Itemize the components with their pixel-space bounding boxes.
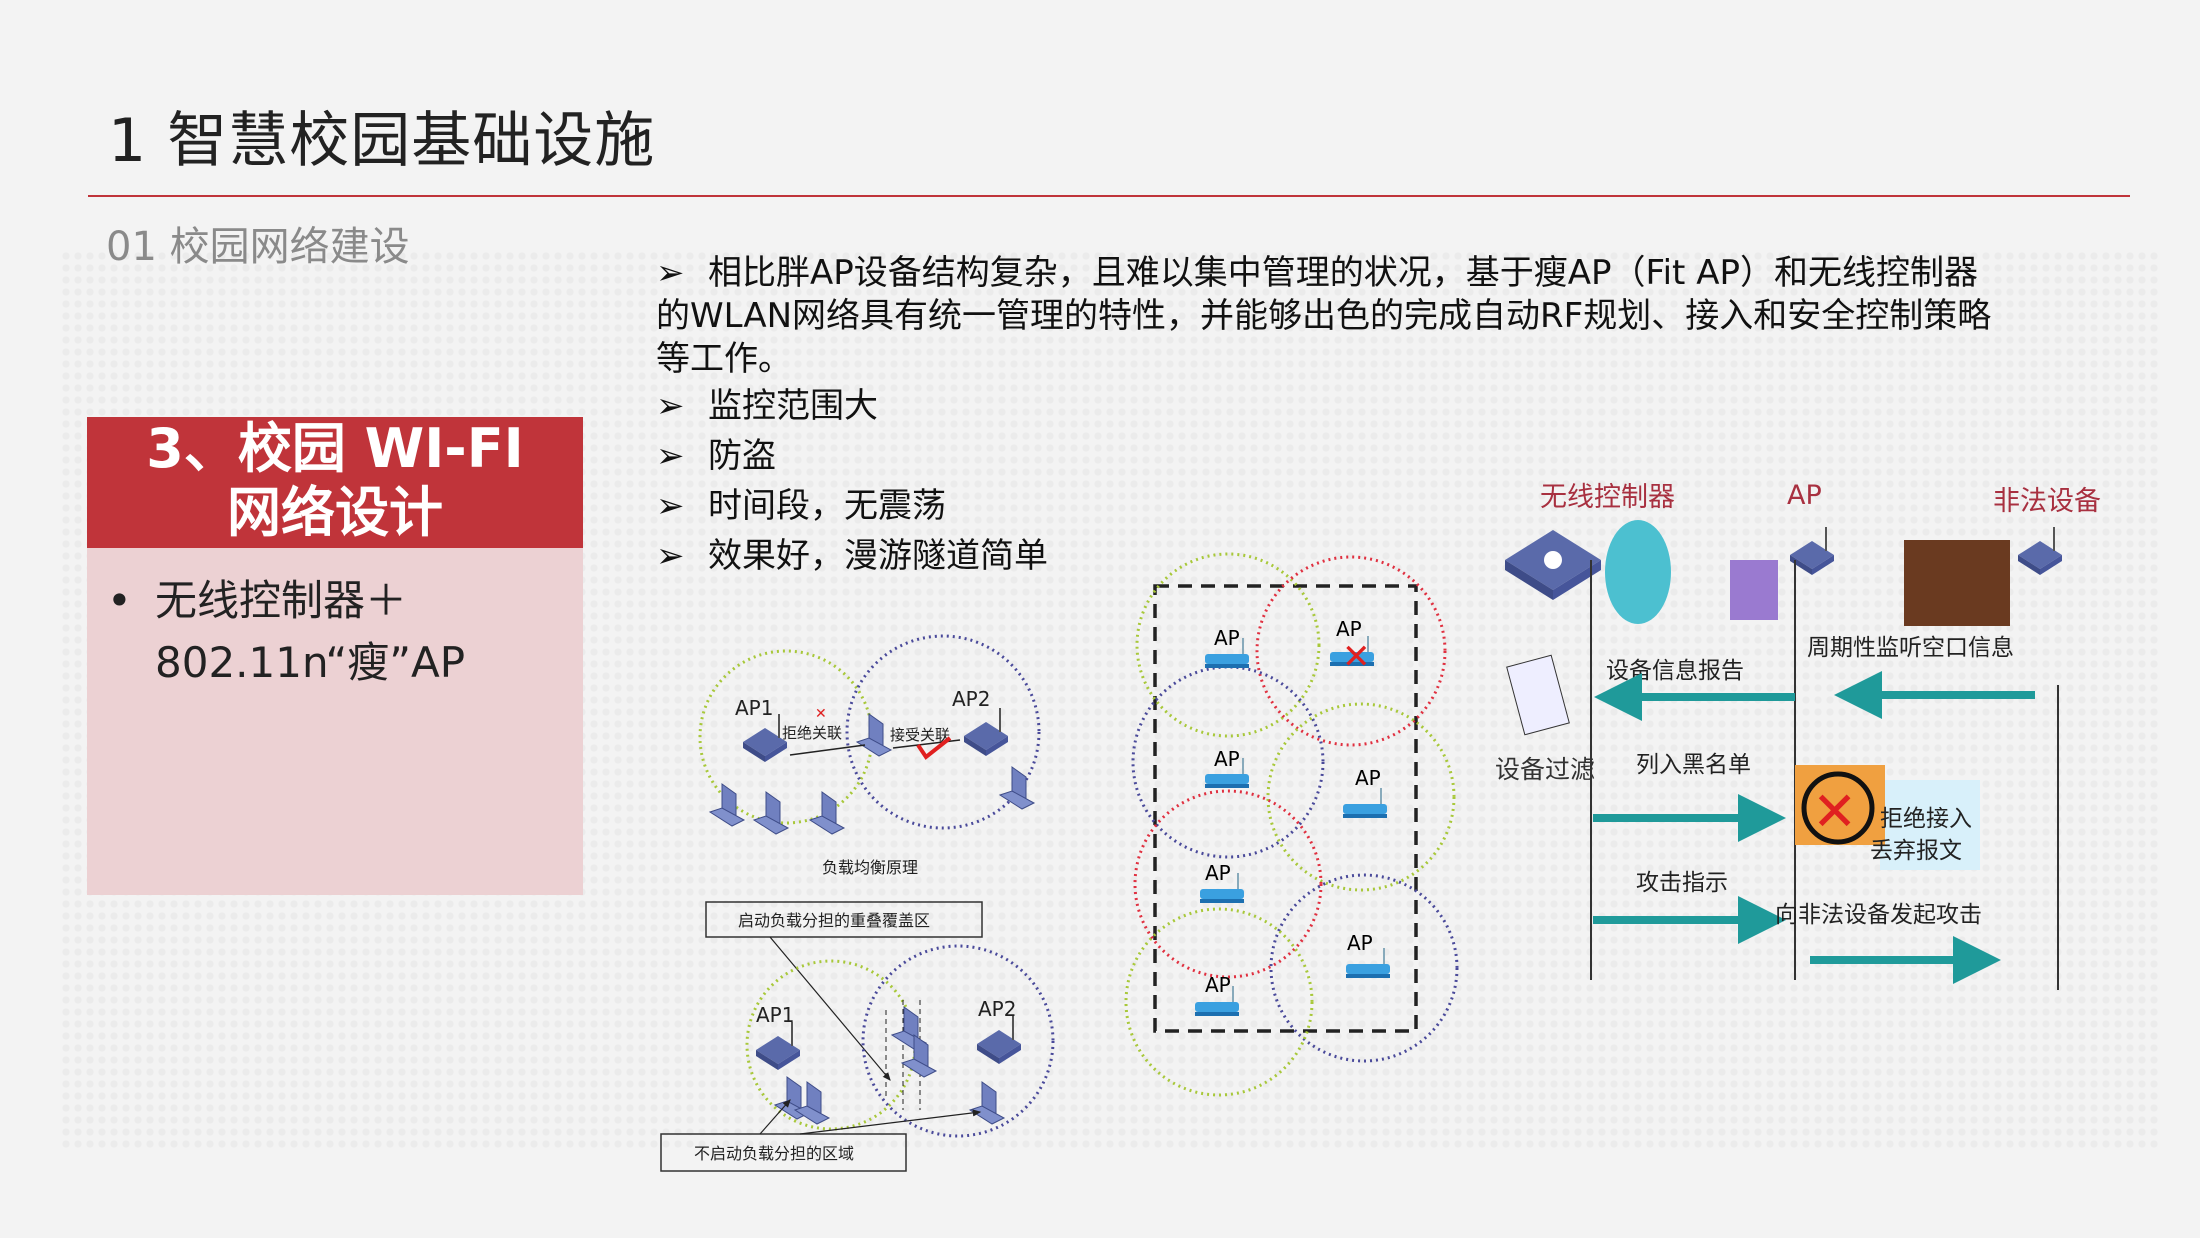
overlap-box [705, 901, 983, 938]
reject-label: 拒绝关联 [782, 724, 842, 742]
ap-node: AP [1342, 766, 1388, 819]
arrow-bullet-icon: ➢ [656, 486, 685, 526]
svg-text:AP: AP [1214, 626, 1240, 650]
sidebar-list-item: • 无线控制器＋ 802.11n“瘦”AP [107, 570, 465, 694]
rogue-router-icon [2017, 526, 2063, 576]
ap1-label: AP1 [735, 696, 773, 720]
attack-command-label: 攻击指示 [1636, 870, 1728, 896]
bullet: • [107, 576, 132, 625]
diagram-caption: 负载均衡原理 [822, 858, 918, 877]
ap2-router-icon [963, 707, 1009, 757]
ap-node: AP [1199, 861, 1245, 904]
ap-node: AP [1194, 973, 1240, 1017]
coverage-diagram: AP AP✕ AP AP AP AP AP [1124, 552, 1459, 1097]
point-item: ➢ 监控范围大 [656, 381, 1996, 431]
ap2-coverage-circle [861, 944, 1055, 1138]
network-cloud-icon [1605, 520, 1671, 624]
eavesdrop-ear-icon [1730, 560, 1778, 620]
failed-x-icon: ✕ [1342, 637, 1371, 677]
report-label: 设备信息报告 [1606, 658, 1744, 684]
point-text: 防盗 [708, 436, 776, 476]
check-icon [916, 736, 952, 760]
filter-label: 设备过滤 [1495, 755, 1595, 784]
ap2-label: AP2 [978, 997, 1016, 1021]
svg-text:AP: AP [1214, 747, 1240, 771]
ap2-router-icon [976, 1015, 1022, 1065]
ap1-label: AP1 [756, 1003, 794, 1027]
item-line1: 无线控制器＋ [155, 576, 408, 625]
reject-x-icon: ✕ [815, 706, 827, 722]
point-item: ➢ 效果好，漫游隧道简单 [656, 531, 1996, 581]
intro-text: 相比胖AP设备结构复杂，且难以集中管理的状况，基于瘦AP（Fit AP）和无线控… [656, 253, 1992, 379]
deny-panel [1880, 780, 1980, 870]
accept-label: 接受关联 [890, 726, 950, 744]
point-item: ➢ 防盗 [656, 431, 1996, 481]
nonoverlap-box-label: 不启动负载分担的区域 [694, 1144, 854, 1163]
wireless-controller-icon [1505, 530, 1601, 600]
arrow-bullet-icon: ➢ [656, 536, 685, 576]
pointer-line [799, 1109, 982, 1135]
nonoverlap-box [660, 1133, 907, 1172]
page-title: 1 智慧校园基础设施 [108, 106, 656, 176]
laptop-icon [969, 1081, 1005, 1125]
section-subtitle: 01 校园网络建设 [106, 224, 410, 270]
ap-router-icon [1789, 526, 1835, 576]
ap1-router-icon [742, 713, 788, 763]
rogue-device-label: 非法设备 [1993, 486, 2101, 517]
sidebar-panel: • 无线控制器＋ 802.11n“瘦”AP [87, 548, 583, 895]
item-line2: 802.11n“瘦”AP [155, 638, 466, 687]
laptop-icon [709, 783, 745, 827]
ap-node: AP [1204, 626, 1250, 669]
ap2-coverage-circle [845, 634, 1041, 830]
attack-label: 向非法设备发起攻击 [1775, 902, 1982, 928]
discard-label: 丢弃报文 [1870, 838, 1962, 864]
title-divider [88, 195, 2130, 197]
arrow-bullet-icon: ➢ [656, 436, 685, 476]
controller-label: 无线控制器 [1540, 482, 1675, 513]
svg-text:AP: AP [1336, 617, 1362, 641]
section-heading-line1: 3、校园 WI-FI [146, 417, 524, 480]
section-heading-line2: 网络设计 [227, 481, 443, 544]
overlap-box-label: 启动负载分担的重叠覆盖区 [738, 911, 930, 930]
section-heading: 3、校园 WI-FI 网络设计 [87, 417, 583, 548]
deny-label: 拒绝接入 [1880, 806, 1972, 832]
ap-label: AP [1787, 480, 1822, 511]
deny-icon [1801, 771, 1875, 845]
main-content: ➢相比胖AP设备结构复杂，且难以集中管理的状况，基于瘦AP（Fit AP）和无线… [656, 252, 1996, 581]
pointer-line [769, 936, 891, 1081]
point-text: 效果好，漫游隧道简单 [708, 536, 1048, 576]
security-sequence-diagram: 无线控制器 AP 非法设备 周期性监听空口信息 设备信息报告 设备过滤 列入黑名… [1495, 480, 2101, 990]
deny-x-icon: ✕ [1812, 780, 1857, 843]
ap1-router-icon [755, 1021, 801, 1071]
arrow-bullet-icon: ➢ [656, 386, 685, 426]
reject-link [789, 744, 866, 756]
svg-text:AP: AP [1205, 861, 1231, 885]
point-text: 时间段，无震荡 [708, 486, 946, 526]
laptop-icon [856, 713, 892, 757]
access-point-icon [1342, 787, 1388, 819]
svg-text:AP: AP [1205, 973, 1231, 997]
svg-text:AP: AP [1355, 766, 1381, 790]
ap2-label: AP2 [952, 687, 990, 711]
rogue-user-photo [1904, 540, 2010, 626]
ap-node-failed: AP✕ [1329, 617, 1375, 677]
svg-text:AP: AP [1347, 931, 1373, 955]
load-balance-diagram: AP1 AP2 ✕ 拒绝关联 接受关联 负载均衡原理 启动负载分担的重叠覆盖区 … [660, 634, 1055, 1172]
laptop-icon [753, 791, 789, 835]
ap-node: AP [1345, 931, 1391, 979]
coverage-area-boundary [1153, 584, 1418, 1033]
pointer-line [759, 1099, 791, 1135]
intro-paragraph: ➢相比胖AP设备结构复杂，且难以集中管理的状况，基于瘦AP（Fit AP）和无线… [656, 252, 1996, 381]
laptop-icon [809, 791, 845, 835]
filter-document-icon [1506, 654, 1570, 736]
listen-label: 周期性监听空口信息 [1807, 635, 2014, 661]
ap-node: AP [1204, 747, 1250, 789]
point-item: ➢ 时间段，无震荡 [656, 481, 1996, 531]
arrow-bullet-icon: ➢ [656, 253, 685, 293]
point-text: 监控范围大 [708, 386, 878, 426]
blacklist-label: 列入黑名单 [1636, 752, 1751, 778]
